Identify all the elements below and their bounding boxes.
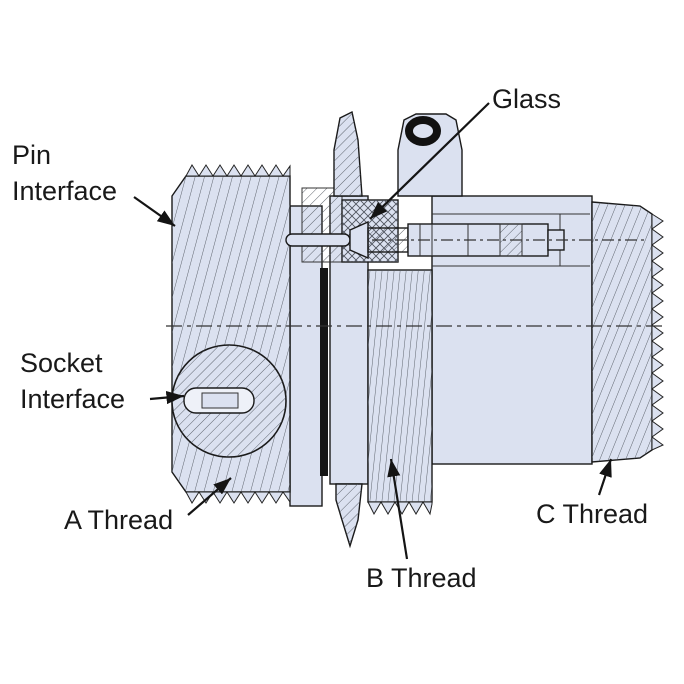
b-thread-hatch bbox=[368, 270, 432, 502]
a-thread-teeth-top bbox=[185, 164, 291, 177]
gasket-strip bbox=[320, 268, 328, 476]
a-thread-teeth-bottom bbox=[185, 491, 291, 504]
glass-leader-line bbox=[369, 102, 490, 220]
pin-cone bbox=[349, 220, 369, 260]
a-thread-leader-line bbox=[187, 477, 232, 516]
label-glass: Glass bbox=[492, 82, 561, 118]
label-socket-interface: Socket Interface bbox=[20, 346, 125, 417]
pin-contact bbox=[285, 220, 648, 260]
label-a-thread: A Thread bbox=[64, 503, 173, 539]
flange-spike-bottom-hatch bbox=[336, 484, 362, 546]
label-c-thread: C Thread bbox=[536, 497, 648, 533]
c-thread-section bbox=[591, 201, 664, 463]
c-thread-leader-line bbox=[597, 458, 613, 496]
label-pin-interface-line1: Pin bbox=[12, 140, 52, 170]
flange-spike-top-hatch bbox=[334, 112, 362, 196]
o-ring bbox=[405, 116, 441, 146]
shell-front-hatch bbox=[301, 187, 343, 263]
c-thread-teeth bbox=[651, 213, 664, 451]
label-pin-interface-line2: Interface bbox=[12, 175, 118, 206]
label-b-thread-text: B Thread bbox=[366, 563, 477, 593]
label-pin-interface: Pin Interface bbox=[12, 138, 117, 209]
label-socket-interface-line2: Interface bbox=[20, 383, 126, 414]
leader-lines bbox=[133, 102, 613, 560]
socket-interface-drawing bbox=[171, 344, 287, 458]
label-socket-interface-line1: Socket bbox=[20, 348, 103, 378]
b-thread-section bbox=[367, 269, 433, 516]
socket-slot-insert bbox=[201, 392, 239, 409]
socket-interface-leader-line bbox=[149, 390, 185, 405]
label-b-thread: B Thread bbox=[366, 561, 477, 597]
b-thread-teeth bbox=[367, 501, 433, 516]
pin-tip bbox=[285, 233, 351, 247]
c-thread-hatch bbox=[592, 202, 652, 462]
label-c-thread-text: C Thread bbox=[536, 499, 649, 529]
label-a-thread-text: A Thread bbox=[64, 505, 174, 535]
b-thread-leader-line bbox=[387, 458, 409, 560]
pin-body bbox=[407, 223, 549, 257]
pin-interface-leader-line bbox=[133, 196, 176, 227]
label-glass-text: Glass bbox=[492, 84, 562, 114]
